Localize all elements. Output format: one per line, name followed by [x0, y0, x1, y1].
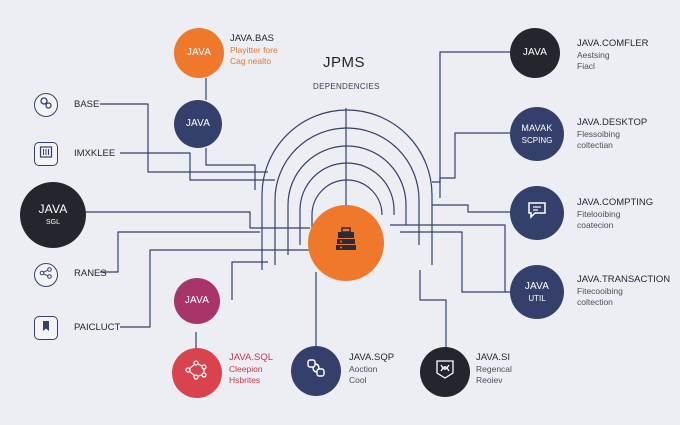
top-node-navy[interactable]: JAVA: [174, 100, 222, 148]
right-label-transaction: JAVA.TRANSACTION Fitecooibing coltection: [577, 274, 670, 307]
node-title: MAVAK: [521, 123, 553, 134]
module-desc-line2: coltection: [577, 296, 613, 307]
bottom-label-sqp: JAVA.SQP Aoction Cool: [349, 352, 394, 385]
right-label-desktop: JAVA.DESKTOP Flessoibing coltectian: [577, 117, 647, 150]
module-name: JAVA.SQP: [349, 352, 395, 363]
module-desc-line1: Fitecooibing: [577, 285, 623, 296]
module-name: JAVA.COMFLER: [577, 38, 649, 49]
diagram-subtitle: DEPENDENCIES: [313, 82, 380, 91]
node-title: JAVA: [38, 202, 68, 217]
left-label-imxklee: IMXKLEE: [74, 148, 116, 159]
bottom-label-sql: JAVA.SQL Cleepion Hsbrites: [229, 352, 273, 385]
top-node-orange[interactable]: JAVA: [174, 28, 224, 78]
chat-window-icon: [526, 201, 548, 224]
module-name: JAVA.SQL: [229, 352, 273, 363]
module-desc-line1: Aoction: [349, 363, 378, 374]
base-icon-box[interactable]: [34, 93, 58, 117]
diagram-title: JPMS: [323, 54, 366, 71]
right-node-transaction[interactable]: JAVA UTIL: [510, 265, 564, 319]
node-title: JAVA: [185, 118, 211, 130]
module-desc-line2: Reoiev: [476, 374, 503, 385]
module-desc-line2: coltectian: [577, 139, 613, 150]
imxklee-icon-box[interactable]: [34, 142, 58, 166]
node-title: JAVA: [522, 47, 548, 59]
module-desc-line1: Flessoibing: [577, 128, 620, 139]
node-title: JAVA: [186, 47, 212, 59]
left-label-base: BASE: [74, 99, 100, 110]
right-label-comfler: JAVA.COMFLER Aestsing Fiacl: [577, 38, 648, 71]
node-sub: SGL: [45, 218, 60, 226]
node-title: JAVA: [524, 280, 550, 292]
top-node-orange-label: JAVA.BAS Playitter fore Cag nealto: [230, 33, 278, 66]
node-title: JAVA: [184, 295, 210, 307]
bottom-node-magenta[interactable]: JAVA: [174, 278, 220, 324]
bottom-node-sql[interactable]: [172, 348, 222, 398]
module-desc-line2: Cag nealto: [230, 55, 272, 66]
module-name: JAVA.BAS: [230, 33, 274, 44]
hub-node[interactable]: [308, 205, 384, 281]
module-desc-line2: Hsbrites: [229, 374, 261, 385]
stacked-modules-icon: [331, 225, 361, 260]
big-java-node[interactable]: JAVA SGL: [20, 182, 86, 248]
module-desc-line1: Playitter fore: [230, 44, 278, 55]
badge-frame-icon: [433, 357, 457, 386]
bookmark-icon: [39, 319, 53, 338]
module-desc-line1: Fitelooibing: [577, 208, 621, 219]
left-label-paiclict: PAICLUCT: [74, 322, 121, 333]
module-name: JAVA.SI: [476, 352, 510, 363]
node-sub: UTIL: [528, 294, 546, 304]
paiclict-icon-box[interactable]: [34, 316, 58, 340]
gear-cluster-icon: [39, 96, 53, 115]
module-desc-line2: Fiacl: [577, 60, 595, 71]
module-name: JAVA.DESKTOP: [577, 117, 648, 128]
module-desc-line1: Cleepion: [229, 363, 263, 374]
module-name: JAVA.COMPTING: [577, 197, 654, 208]
module-desc-line1: Regencal: [476, 363, 512, 374]
right-node-compting[interactable]: [510, 186, 564, 240]
module-desc-line1: Aestsing: [577, 49, 610, 60]
network-nodes-icon: [39, 266, 53, 285]
node-sub: SCPING: [521, 135, 553, 145]
right-node-comfler[interactable]: JAVA: [510, 28, 560, 78]
right-label-compting: JAVA.COMPTING Fitelooibing coatecion: [577, 197, 653, 230]
bottom-node-sqp[interactable]: [291, 346, 341, 396]
module-name: JAVA.TRANSACTION: [577, 274, 671, 285]
right-node-desktop[interactable]: MAVAK SCPING: [510, 107, 564, 161]
chain-link-icon: [305, 357, 327, 384]
left-label-ranes: RANES: [74, 268, 107, 279]
bottom-node-si[interactable]: [420, 347, 470, 397]
module-desc-line2: coatecion: [577, 219, 614, 230]
module-desc-line2: Cool: [349, 374, 367, 385]
module-grid-icon: [39, 145, 53, 164]
ranes-icon-box[interactable]: [34, 263, 58, 287]
bottom-label-si: JAVA.SI Regencal Reoiev: [476, 352, 512, 385]
molecule-icon: [184, 359, 210, 386]
